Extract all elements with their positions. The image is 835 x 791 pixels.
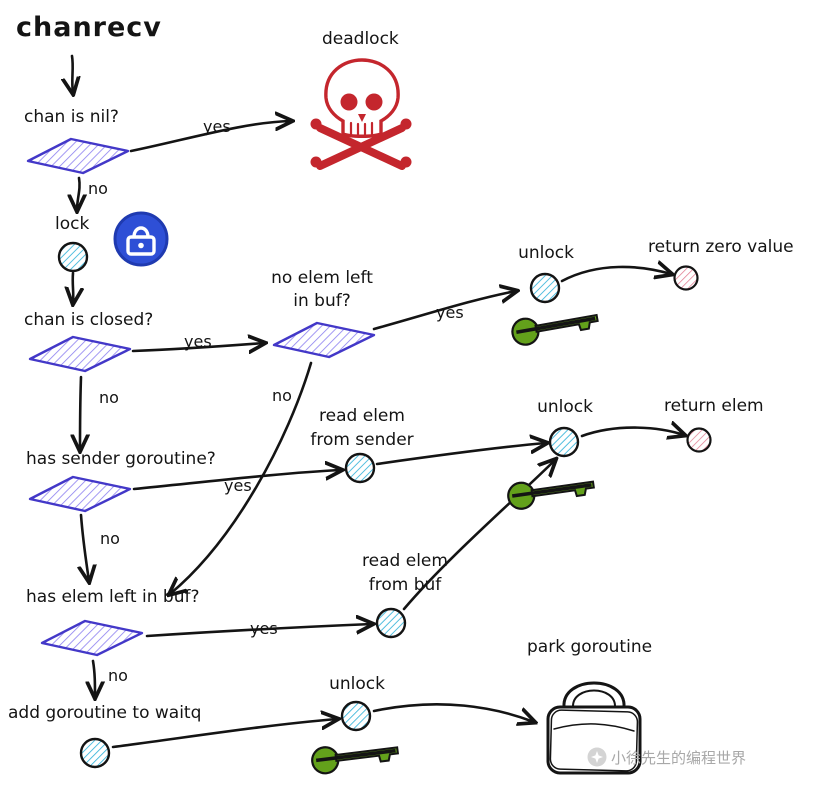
watermark-star-icon: [591, 751, 603, 763]
lock-shackle: [132, 226, 150, 238]
bone-knob: [310, 118, 322, 130]
edge-unlock-to-return-elem: [580, 428, 684, 436]
lock-glyph: [126, 226, 156, 256]
label-unlock-top: unlock: [518, 243, 574, 263]
skull-nose: [358, 114, 366, 122]
circle-read-sender: [344, 452, 376, 484]
edge-nil-no-to-lock: [77, 176, 80, 210]
edge-add-to-unlock: [111, 719, 337, 749]
edge-nil-yes-to-deadlock: [129, 121, 291, 153]
circle-add-goroutine: [79, 737, 111, 769]
diamond-chan-is-closed: [28, 335, 132, 373]
skull-eye-right: [365, 93, 383, 111]
edge-label-nil-yes: yes: [203, 117, 231, 136]
skull-features: [310, 93, 412, 168]
diamond-chan-is-nil: [26, 137, 130, 175]
label-park-goroutine: park goroutine: [527, 637, 652, 657]
key-icon-top: [511, 313, 599, 346]
label-read-elem-sender-1: read elem: [319, 406, 405, 426]
diamond-has-sender: [28, 475, 132, 513]
skull-head: [324, 58, 400, 138]
edge-label-bufempty-yes: yes: [436, 303, 464, 322]
edge-bufempty-no-to-haselem: [170, 361, 313, 594]
key-icon-bottom: [311, 746, 400, 775]
label-unlock-mid: unlock: [537, 397, 593, 417]
key-stripe: [315, 748, 396, 763]
return-circles: [673, 265, 712, 453]
edge-read-buf-to-unlock: [402, 460, 555, 611]
bone-knob: [400, 156, 412, 168]
skull-eye-left: [340, 93, 358, 111]
edge-haselem-yes-to-read-buf: [145, 624, 372, 638]
park-lock-sketch: [546, 681, 642, 775]
lock-icon: [113, 211, 169, 267]
key-stripe: [511, 483, 592, 498]
edge-label-closed-yes: yes: [184, 332, 212, 351]
skull-bone-2: [316, 124, 406, 170]
edge-bufempty-yes-to-unlock: [372, 291, 516, 331]
label-chan-is-closed: chan is closed?: [24, 310, 153, 330]
label-return-elem: return elem: [664, 396, 764, 416]
circle-unlock-bottom: [340, 700, 372, 732]
edge-sender-yes-to-read-sender: [132, 470, 341, 491]
edge-closed-yes-to-bufempty: [131, 343, 264, 351]
edge-unlock-to-park: [372, 703, 534, 722]
edge-label-sender-yes: yes: [224, 476, 252, 495]
bone-knob: [400, 118, 412, 130]
edge-title-to-nil: [72, 54, 73, 93]
edge-label-bufempty-no: no: [272, 386, 292, 405]
label-deadlock: deadlock: [322, 29, 399, 49]
lock-keyhole: [138, 242, 144, 249]
edge-read-sender-to-unlock: [375, 443, 546, 466]
label-has-elem-left: has elem left in buf?: [26, 587, 199, 607]
park-lock-body: [546, 705, 642, 775]
label-read-elem-sender-2: from sender: [310, 430, 413, 450]
park-lock-detail: [553, 723, 635, 732]
edge-label-haselem-no: no: [108, 666, 128, 685]
label-return-zero-value: return zero value: [648, 237, 794, 257]
edge-label-nil-no: no: [88, 179, 108, 198]
label-no-elem-left-2: in buf?: [293, 291, 350, 311]
key-stripe: [516, 316, 596, 335]
edge-sender-no-to-haselem: [81, 513, 89, 581]
circle-return-zero: [673, 265, 699, 291]
circle-read-buf: [375, 607, 407, 639]
park-lock-body-sketch: [549, 709, 639, 772]
diamond-has-elem-left: [40, 619, 144, 657]
edge-lock-to-closed: [73, 271, 74, 303]
key-icon-mid: [507, 480, 595, 510]
diamond-no-elem-left: [272, 321, 376, 359]
park-lock-shackle: [562, 681, 626, 709]
label-read-elem-buf-1: read elem: [362, 551, 448, 571]
edge-label-haselem-yes: yes: [250, 619, 278, 638]
edge-haselem-no-to-add: [93, 659, 95, 697]
circle-unlock-top: [529, 272, 561, 304]
edge-closed-no-to-sender: [80, 375, 81, 450]
lock-body: [126, 235, 156, 256]
page-title: chanrecv: [16, 12, 162, 43]
watermark-logo: [587, 747, 607, 767]
step-circles: [57, 241, 580, 769]
label-has-sender-goroutine: has sender goroutine?: [26, 449, 216, 469]
circle-unlock-mid: [548, 426, 580, 458]
label-unlock-bottom: unlock: [329, 674, 385, 694]
deadlock-skull-icon: [310, 58, 412, 170]
edge-label-closed-no: no: [99, 388, 119, 407]
watermark-text: 小徐先生的编程世界: [611, 749, 746, 767]
bone-knob: [310, 156, 322, 168]
park-lock-shackle-inner: [571, 689, 617, 708]
label-chan-is-nil: chan is nil?: [24, 107, 119, 127]
label-read-elem-buf-2: from buf: [369, 575, 443, 595]
edges: [72, 54, 684, 749]
label-no-elem-left-1: no elem left: [271, 268, 373, 288]
circle-return-elem: [686, 427, 712, 453]
edge-unlock-to-return-zero: [560, 267, 671, 283]
edge-label-sender-no: no: [100, 529, 120, 548]
label-add-goroutine: add goroutine to waitq: [8, 703, 201, 723]
unlock-keys: [311, 313, 599, 775]
circle-lock: [57, 241, 89, 273]
lock-badge-circle: [113, 211, 169, 267]
label-lock: lock: [55, 214, 89, 234]
